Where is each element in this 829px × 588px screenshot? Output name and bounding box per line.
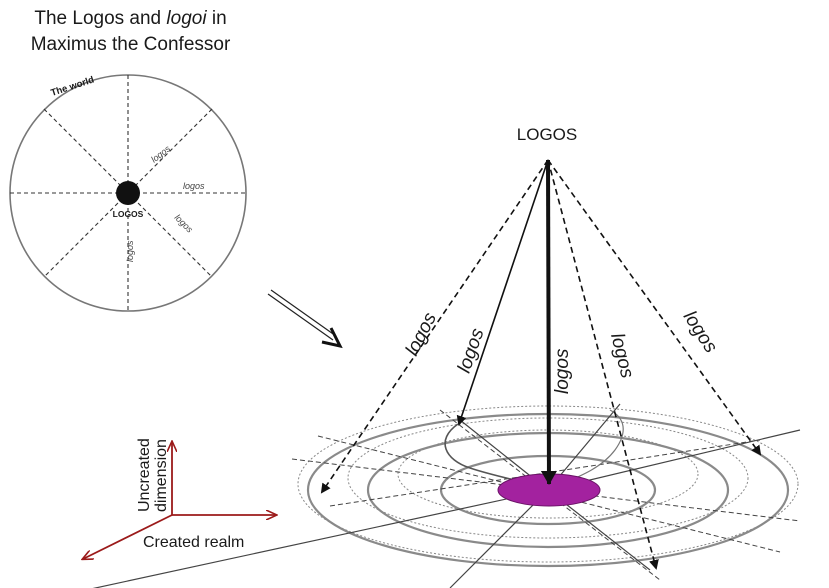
small-spoke-label-1: logos (149, 143, 173, 164)
world-label: The world (50, 74, 96, 98)
arrow-center (540, 159, 557, 485)
large-logos-label: LOGOS (517, 125, 577, 144)
axis-horizontal-label: Created realm (143, 534, 244, 551)
small-spoke-label-3: logos (173, 212, 196, 235)
logos-label-center: logos (552, 348, 573, 394)
axes: Uncreated dimension Created realm (83, 438, 276, 559)
logos-arrows (320, 159, 762, 570)
title-line2: Maximus the Confessor (30, 34, 231, 55)
logos-label-far-left: logos (402, 309, 442, 359)
dotted-ring-3 (397, 429, 699, 519)
arrow-right (547, 159, 659, 570)
dotted-ring-1 (297, 405, 799, 563)
axis-vertical-label-1: Uncreated (136, 438, 153, 512)
arrow-far-right (547, 159, 762, 456)
small-spoke-label-4: logos (125, 240, 135, 262)
title: The Logos and logoi in Maximus the Confe… (8, 6, 253, 58)
axis-diagonal (83, 514, 173, 559)
transition-arrow (267, 289, 343, 349)
small-logos-dot (116, 181, 140, 205)
small-world-diagram: LOGOS The world logos logos logos logos (9, 74, 247, 312)
title-line1-italic: logoi (166, 8, 207, 29)
arrow-far-left (320, 159, 549, 494)
small-spoke-label-2: logos (183, 181, 205, 191)
logos-label-right: logos (606, 331, 637, 381)
title-line1-prefix: The Logos and (34, 8, 167, 29)
title-line1-suffix: in (206, 8, 227, 29)
small-logos-label: LOGOS (113, 209, 144, 219)
arrow-left (456, 159, 549, 426)
axis-vertical-label-2: dimension (153, 439, 170, 512)
world-spokes (10, 75, 246, 311)
